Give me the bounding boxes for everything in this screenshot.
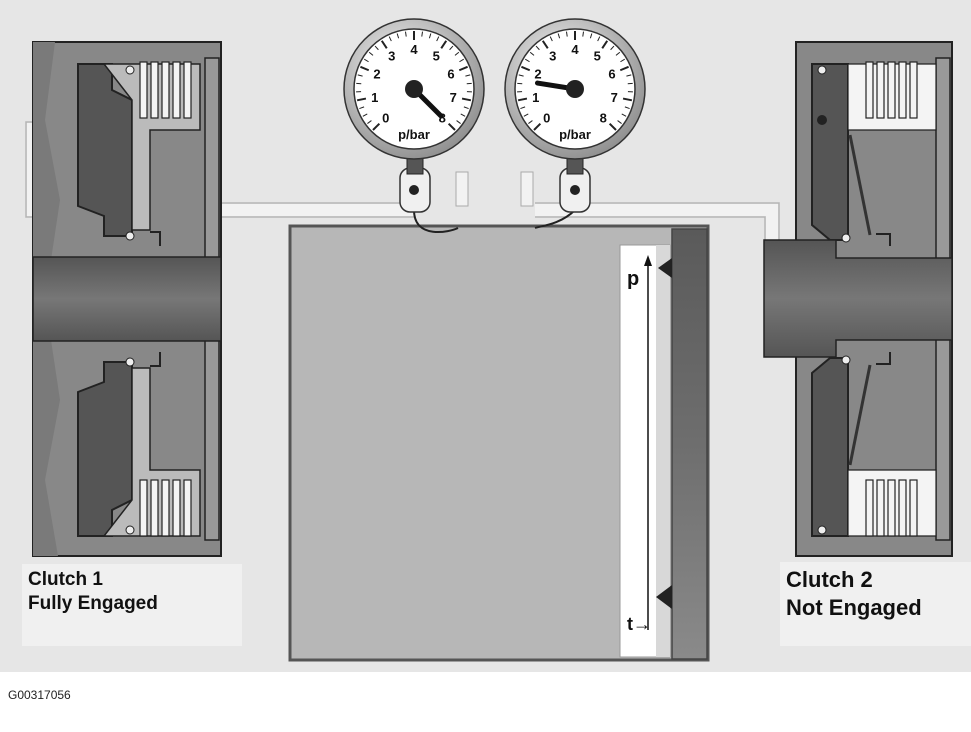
gauge-right-tick-label: 3: [549, 49, 556, 64]
gauge-right-tick: [601, 40, 609, 49]
gauge-left-tick: [428, 33, 432, 39]
gauge-left-tick-label: 6: [447, 67, 454, 82]
gauge-right-tick: [582, 31, 585, 37]
gauge-left-tick: [460, 113, 466, 117]
gauge-right-tick: [620, 58, 626, 63]
clutch-2-plates-top: [865, 61, 918, 119]
gauge-right-tick-label: 7: [611, 90, 618, 105]
pressure-marker-bottom: [656, 585, 672, 609]
clutch-2-plates-bottom: [865, 479, 918, 537]
graph-y-label: p: [627, 268, 639, 290]
gauge-right-tick-label: 0: [543, 110, 550, 125]
gauge-right-tick: [517, 97, 528, 102]
clutch-2-name: Clutch 2: [786, 567, 873, 592]
gauge-right-tick: [619, 65, 629, 72]
gauge-right-unit: p/bar: [559, 127, 591, 142]
gauge-left-tick: [449, 45, 454, 51]
gauge-left-tick-label: 7: [450, 90, 457, 105]
clutch-1-name: Clutch 1: [28, 569, 103, 590]
gauge-left-tick: [421, 31, 424, 37]
gauge-right-tick: [549, 36, 553, 42]
gauge-left-tick: [380, 40, 388, 49]
gauge-right-tick: [626, 74, 632, 77]
gauge-right-tick: [557, 33, 561, 39]
gauge-left-tick: [459, 58, 465, 63]
gauge-right-tick: [541, 40, 549, 49]
gauge-left-tick: [372, 122, 381, 131]
pressure-marker-top: [658, 258, 672, 278]
gauge-right-tick: [615, 51, 621, 56]
gauge-left-tick: [388, 36, 392, 42]
clutch-1-label: Clutch 1 Fully Engaged: [22, 564, 242, 646]
gauge-left-tick: [362, 113, 368, 117]
gauge-left-tick: [440, 40, 448, 49]
gauge-right-tick: [589, 33, 593, 39]
gauge-right-tick: [518, 74, 524, 77]
gauge-right-tick-label: 1: [532, 90, 539, 105]
gauge-right-tick-label: 6: [608, 67, 615, 82]
control-panel: p t→: [288, 224, 710, 662]
clutch-2-shaft: [763, 239, 953, 358]
gauge-left-tick-label: 4: [410, 42, 418, 57]
gauge-right-tick: [521, 65, 531, 72]
clutch-1-plates-top: [139, 61, 192, 119]
figure-id: G00317056: [8, 688, 71, 702]
clutch-1-state: Fully Engaged: [28, 592, 158, 614]
gauge-right-tick: [535, 45, 540, 51]
gauge-left-tick-label: 1: [371, 90, 378, 105]
gauge-left-tick-label: 5: [433, 49, 440, 64]
clutch-2-label: Clutch 2 Not Engaged: [780, 562, 971, 646]
gauge-right-tick: [529, 51, 535, 56]
gauge-left-unit: p/bar: [398, 127, 430, 142]
graph-x-label: t→: [627, 614, 651, 634]
gauge-left-tick: [396, 33, 400, 39]
gauge-left-tick: [363, 58, 369, 63]
gauge-left-tick: [357, 74, 363, 77]
gauge-right-tick: [608, 122, 617, 131]
clutch-2-state: Not Engaged: [786, 594, 922, 620]
gauge-right-tick-label: 8: [600, 110, 607, 125]
gauge-right-tick: [524, 58, 530, 63]
gauge-left-tick: [456, 120, 461, 124]
gauge-left-tick-label: 2: [373, 67, 380, 82]
gauge-right-tick: [523, 113, 529, 117]
gauge-left-tick: [458, 65, 468, 72]
gauge-left-tick: [404, 31, 407, 37]
clutch-1-plates-bottom: [139, 479, 192, 537]
gauge-right-tick: [610, 45, 615, 51]
gauge-right-tick-label: 4: [571, 42, 579, 57]
gauge-left-tick: [356, 97, 367, 102]
gauge-left-tick: [368, 51, 374, 56]
gauge-right-tick-label: 2: [534, 67, 541, 82]
clutch-1-assembly: [32, 41, 222, 557]
gauge-left-tick: [367, 120, 372, 124]
gauge-right-tick: [565, 31, 568, 37]
gauge-left-tick: [360, 65, 370, 72]
clutch-2-assembly: [763, 41, 953, 557]
gauge-right-tick: [621, 113, 627, 117]
gauge-right-tick: [528, 120, 533, 124]
gauge-left-tick: [463, 106, 469, 110]
gauge-right-tick: [597, 36, 601, 42]
gauge-left-tick: [465, 74, 471, 77]
gauge-left-tick: [359, 106, 365, 110]
gauge-left-tick-label: 3: [388, 49, 395, 64]
gauge-right-tick: [520, 106, 526, 110]
gauge-left-tick: [374, 45, 379, 51]
gauge-right-tick-label: 5: [594, 49, 601, 64]
gauge-left-tick: [454, 51, 460, 56]
gauge-right-tick: [533, 122, 542, 131]
gauge-left-tick: [461, 97, 472, 102]
gauge-left-tick-label: 0: [382, 110, 389, 125]
gauge-left-tick: [447, 122, 456, 131]
gauge-right-tick: [622, 97, 633, 102]
pressure-indicator-strip: [671, 228, 708, 660]
gauge-right-tick: [624, 106, 630, 110]
gauge-left-tick: [436, 36, 440, 42]
clutch-1-shaft: [32, 256, 222, 342]
gauge-right-tick: [617, 120, 622, 124]
